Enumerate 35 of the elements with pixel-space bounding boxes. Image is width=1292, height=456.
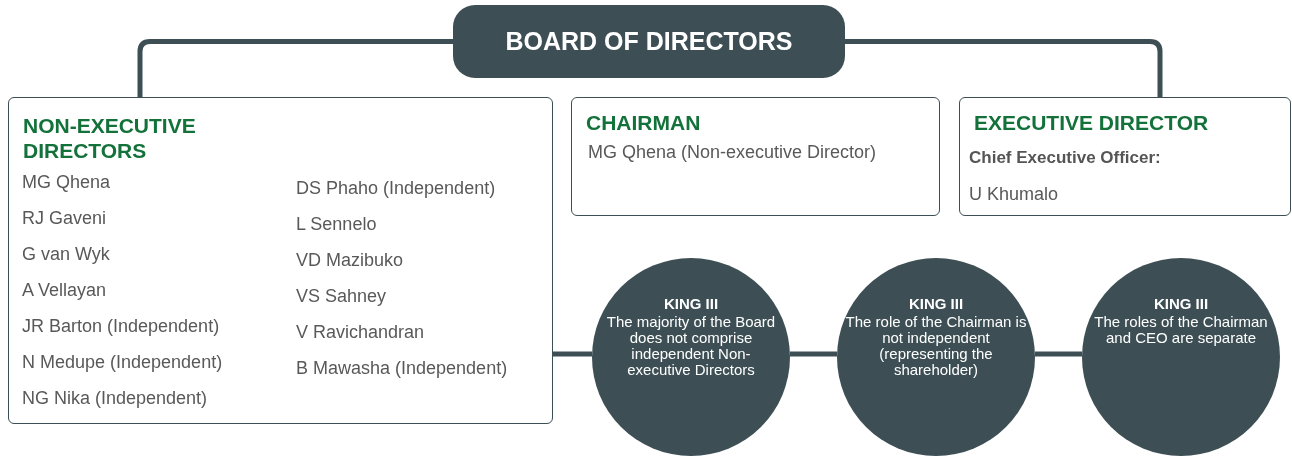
director-name: G van Wyk bbox=[22, 244, 110, 265]
info-box bbox=[8, 97, 553, 424]
director-name: VS Sahney bbox=[296, 286, 387, 307]
info-box bbox=[959, 97, 1291, 216]
circle-text: The role of the Chairman is not independent (representing the shareholder) bbox=[845, 314, 1027, 378]
director-name: MG Qhena bbox=[22, 172, 111, 193]
circle-text: The roles of the Chairman and CEO are separate bbox=[1093, 314, 1269, 346]
person-name: U Khumalo bbox=[969, 184, 1059, 205]
title-box bbox=[453, 5, 845, 78]
director-name: VD Mazibuko bbox=[296, 250, 404, 271]
director-name: L Sennelo bbox=[296, 214, 377, 235]
circle-heading: KING III bbox=[907, 295, 965, 313]
circle-text: The majority of the Board does not comprise independent Non-executive Directors bbox=[605, 314, 777, 378]
connector-line bbox=[1035, 351, 1082, 357]
circle-heading: KING III bbox=[662, 295, 720, 313]
box-title: BOARD OF DIRECTORS bbox=[504, 26, 794, 57]
director-name: B Mawasha (Independent) bbox=[296, 358, 508, 379]
director-name: A Vellayan bbox=[22, 280, 107, 301]
director-name: DS Phaho (Independent) bbox=[296, 178, 496, 199]
circle-heading: KING III bbox=[1152, 295, 1210, 313]
director-name: RJ Gaveni bbox=[22, 208, 107, 229]
connector-line bbox=[790, 351, 837, 357]
section-heading: NON-EXECUTIVE DIRECTORS bbox=[23, 113, 197, 163]
director-name: NG Nika (Independent) bbox=[22, 388, 208, 409]
info-box bbox=[571, 97, 940, 216]
director-name: N Medupe (Independent) bbox=[22, 352, 223, 373]
connector-line bbox=[553, 351, 592, 357]
connector-line bbox=[137, 39, 453, 97]
role-label: Chief Executive Officer: bbox=[969, 148, 1161, 168]
director-name: JR Barton (Independent) bbox=[22, 316, 220, 337]
person-name: MG Qhena (Non-executive Director) bbox=[588, 142, 877, 163]
director-name: V Ravichandran bbox=[296, 322, 425, 343]
section-heading: EXECUTIVE DIRECTOR bbox=[974, 110, 1209, 135]
connector-line bbox=[845, 39, 1163, 97]
section-heading: CHAIRMAN bbox=[586, 110, 701, 135]
